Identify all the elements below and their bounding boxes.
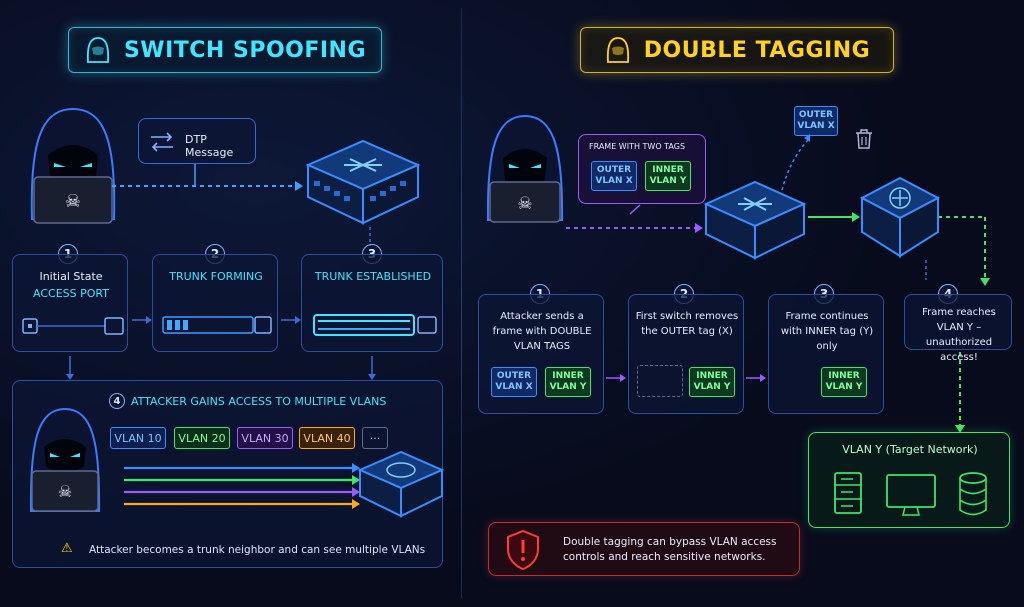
vlan-more-chip: ··· (362, 427, 388, 449)
trunk-forming-label: TRUNK FORMING (169, 270, 263, 283)
right-step-2-text: First switch removes the OUTER tag (X) (635, 311, 739, 337)
exchange-arrows-icon (151, 132, 173, 152)
access-port-label: ACCESS PORT (33, 287, 109, 300)
gains-access-heading: ATTACKER GAINS ACCESS TO MULTIPLE VLANS (131, 395, 387, 408)
double-tag-warning-box: Double tagging can bypass VLAN access co… (488, 522, 800, 576)
inner-vlan-y-tag: INNER VLAN Y (645, 161, 691, 191)
step1-outer-tag: OUTER VLAN X (491, 367, 537, 397)
server-icon (834, 472, 862, 514)
right-step-1-panel: Attacker sends a frame with DOUBLE VLAN … (478, 294, 604, 414)
vlan-40-chip: VLAN 40 (299, 427, 355, 449)
step1-inner-tag: INNER VLAN Y (545, 367, 591, 397)
right-step-2-panel: First switch removes the OUTER tag (X) I… (628, 294, 744, 414)
trunk-switch-icon (357, 450, 445, 518)
attacker-hacker-icon-2: ☠ (29, 407, 101, 512)
double-tagging-title: DOUBLE TAGGING (643, 37, 871, 63)
shield-alert-icon (507, 529, 539, 571)
step2-inner-tag: INNER VLAN Y (689, 367, 735, 397)
first-switch-icon (703, 180, 807, 260)
hacker-icon-yellow (606, 37, 629, 63)
frame-two-tags-label: FRAME WITH TWO TAGS (589, 142, 686, 151)
monitor-icon (886, 474, 936, 516)
switch-spoofing-title-box: SWITCH SPOOFING (68, 27, 382, 73)
trash-icon (856, 129, 872, 149)
vlan-10-chip: VLAN 10 (110, 427, 166, 449)
initial-state-label: Initial State (39, 270, 103, 283)
left-step-4-circle: 4 (109, 393, 125, 409)
trunk-established-cable-icon (313, 314, 437, 336)
trunk-neighbor-warning: Attacker becomes a trunk neighbor and ca… (89, 544, 426, 556)
right-step-4-panel: Frame reaches VLAN Y – unauthorized acce… (904, 294, 1012, 363)
second-switch-icon (859, 176, 941, 258)
target-network-panel: VLAN Y (Target Network) (808, 432, 1010, 528)
trunk-established-label: TRUNK ESTABLISHED (314, 270, 432, 283)
removed-outer-tag: OUTER VLAN X (794, 106, 838, 136)
dtp-message-label: DTP Message (185, 133, 234, 159)
right-step-4-text: Frame reaches VLAN Y – unauthorized acce… (922, 307, 996, 363)
section-divider (461, 8, 462, 598)
hacker-icon (86, 37, 110, 63)
attacker-hacker-icon: ☠ (30, 107, 116, 224)
frame-two-tags-bubble: FRAME WITH TWO TAGS OUTER VLAN X INNER V… (578, 134, 706, 204)
left-step-3-panel: TRUNK ESTABLISHED (301, 254, 443, 352)
left-step-2-panel: TRUNK FORMING (152, 254, 278, 352)
dtp-message-bubble: DTP Message (138, 118, 256, 164)
vlan-20-chip: VLAN 20 (174, 427, 230, 449)
database-icon (959, 472, 987, 516)
trunk-forming-cable-icon (162, 316, 272, 334)
svg-text:☠: ☠ (517, 194, 532, 214)
warning-triangle-icon: ⚠ (61, 541, 73, 556)
vlan-30-chip: VLAN 30 (237, 427, 293, 449)
right-step-3-text: Frame continues with INNER tag (Y) only (780, 311, 874, 352)
right-step-1-text: Attacker sends a frame with DOUBLE VLAN … (492, 311, 592, 352)
right-step-3-panel: Frame continues with INNER tag (Y) only … (768, 294, 884, 414)
access-port-cable-icon (22, 317, 124, 335)
step3-inner-tag: INNER VLAN Y (821, 367, 867, 397)
double-tagging-title-box: DOUBLE TAGGING (580, 27, 894, 73)
outer-vlan-x-tag: OUTER VLAN X (591, 161, 637, 191)
removed-tag-placeholder (637, 365, 683, 397)
target-network-label: VLAN Y (Target Network) (842, 443, 978, 456)
double-tag-warning-text: Double tagging can bypass VLAN access co… (563, 536, 777, 563)
target-switch-icon (305, 139, 421, 225)
svg-text:☠: ☠ (65, 191, 81, 212)
switch-spoofing-title: SWITCH SPOOFING (123, 37, 367, 63)
svg-text:☠: ☠ (58, 482, 72, 501)
attacker-hacker-icon-3: ☠ (486, 114, 564, 223)
left-step-1-panel: Initial State ACCESS PORT (12, 254, 128, 352)
